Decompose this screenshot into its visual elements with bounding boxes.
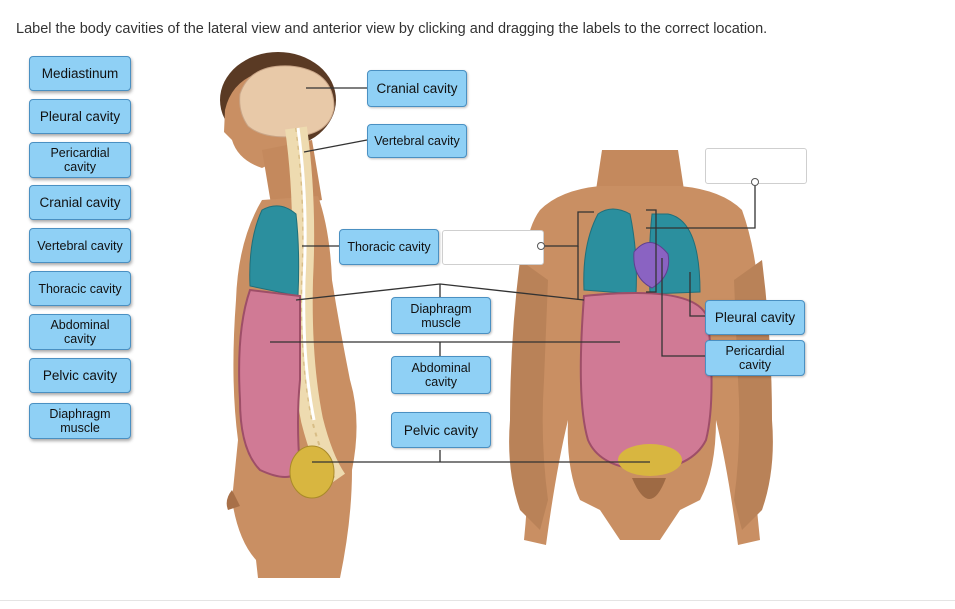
label-bank-abdominal-cavity[interactable]: Abdominal cavity: [29, 314, 131, 350]
placed-label-cranial-cavity[interactable]: Cranial cavity: [367, 70, 467, 107]
label-bank-cranial-cavity[interactable]: Cranial cavity: [29, 185, 131, 220]
divider: [0, 600, 955, 601]
label-bank-vertebral-cavity[interactable]: Vertebral cavity: [29, 228, 131, 263]
leader-lines: [270, 87, 756, 463]
placed-label-abdominal-cavity[interactable]: Abdominal cavity: [391, 356, 491, 394]
instructions-text: Label the body cavities of the lateral v…: [16, 21, 768, 37]
placed-label-pericardial-cavity[interactable]: Pericardial cavity: [705, 340, 805, 376]
placed-label-diaphragm-muscle[interactable]: Diaphragm muscle: [391, 297, 491, 334]
placed-label-vertebral-cavity[interactable]: Vertebral cavity: [367, 124, 467, 158]
placed-label-pelvic-cavity[interactable]: Pelvic cavity: [391, 412, 491, 448]
drop-zone-mediastinum-target[interactable]: [442, 230, 544, 265]
label-bank-pelvic-cavity[interactable]: Pelvic cavity: [29, 358, 131, 393]
lateral-body-figure: [220, 52, 357, 578]
label-bank-thoracic-cavity[interactable]: Thoracic cavity: [29, 271, 131, 306]
label-bank-pericardial-cavity[interactable]: Pericardial cavity: [29, 142, 131, 178]
placed-label-pleural-cavity[interactable]: Pleural cavity: [705, 300, 805, 335]
drop-zone-anchor-dot: [537, 242, 545, 250]
label-bank-mediastinum[interactable]: Mediastinum: [29, 56, 131, 91]
drop-zone-anchor-dot: [751, 178, 759, 186]
placed-label-thoracic-cavity[interactable]: Thoracic cavity: [339, 229, 439, 265]
label-bank-pleural-cavity[interactable]: Pleural cavity: [29, 99, 131, 134]
label-bank-diaphragm-muscle[interactable]: Diaphragm muscle: [29, 403, 131, 439]
